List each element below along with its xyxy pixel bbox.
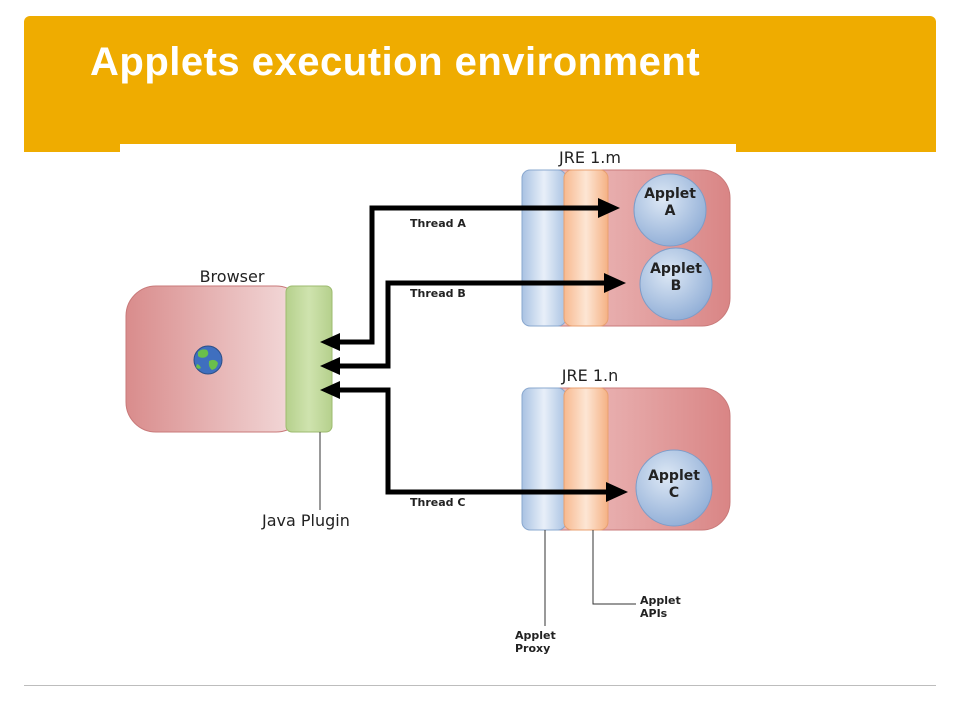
applet-c-line1: Applet: [648, 468, 700, 484]
java-plugin-label: Java Plugin: [261, 511, 350, 530]
applet-apis-layer-n: [563, 387, 609, 531]
diagram-panel-top-edge: [120, 144, 736, 152]
thread-a-label: Thread A: [410, 217, 466, 230]
globe-icon: [193, 345, 223, 375]
jre-m-label: JRE 1.m: [558, 148, 621, 167]
applet-proxy-line2: Proxy: [515, 642, 550, 655]
thread-a-arrowhead-applet: [598, 198, 620, 218]
jre-n-label: JRE 1.n: [561, 366, 618, 385]
browser-label: Browser: [200, 267, 265, 286]
java-plugin-strip: [285, 285, 333, 433]
applet-a-circle: [633, 173, 707, 247]
thread-a-arrowhead-plugin: [320, 333, 340, 351]
applet-proxy-layer-m: [521, 169, 567, 327]
thread-b-arrowhead-applet: [604, 273, 626, 293]
applet-a-line1: Applet: [644, 186, 696, 202]
applet-b-line2: B: [671, 278, 682, 294]
thread-c-arrowhead-plugin: [320, 381, 340, 399]
browser-box: [125, 285, 333, 433]
slide-title: Applets execution environment: [90, 40, 701, 84]
thread-b-label: Thread B: [410, 287, 466, 300]
thread-c-arrowhead-applet: [606, 482, 628, 502]
thread-c-connector: [336, 387, 608, 495]
applet-proxy-layer-n: [521, 387, 567, 531]
thread-c-label: Thread C: [410, 496, 465, 509]
title-bar: [24, 16, 936, 152]
applet-c-circle: [635, 449, 713, 527]
applet-a-line2: A: [665, 203, 676, 219]
applet-apis-leader: [592, 530, 636, 605]
applet-proxy-line1: Applet: [515, 629, 556, 642]
applet-apis-line2: APIs: [640, 607, 668, 620]
applet-c-line2: C: [669, 485, 679, 501]
applet-b-line1: Applet: [650, 261, 702, 277]
applet-apis-line1: Applet: [640, 594, 681, 607]
footer-rule: [24, 685, 936, 686]
thread-a-connector: [336, 205, 600, 345]
applet-apis-layer-m: [563, 169, 609, 327]
thread-b-connector: [336, 280, 606, 369]
thread-b-arrowhead-plugin: [320, 357, 340, 375]
applet-b-circle: [639, 247, 713, 321]
